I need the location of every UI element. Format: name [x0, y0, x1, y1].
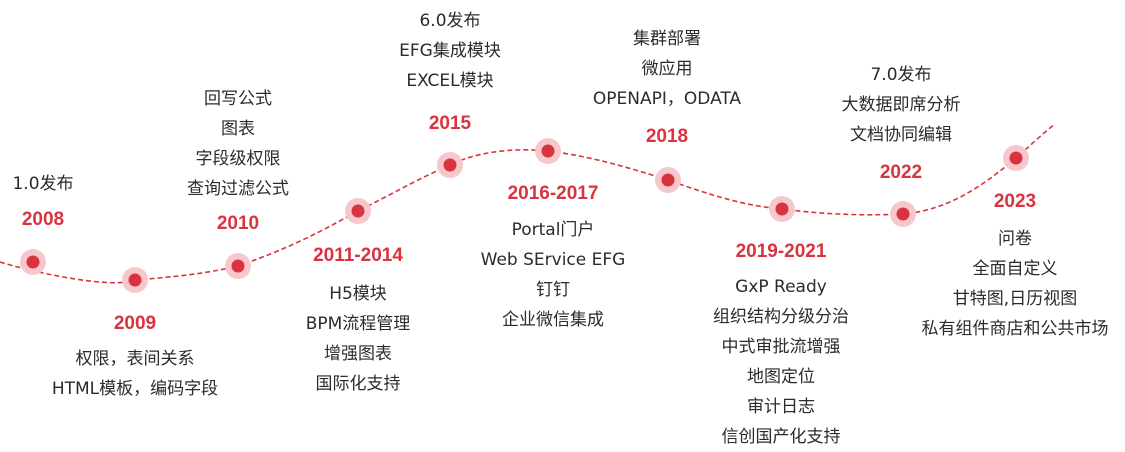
milestone-2023-features: 问卷 全面自定义 甘特图,日历视图 私有组件商店和公共市场 [905, 224, 1125, 344]
milestone-2008-features: 1.0发布 [0, 169, 153, 199]
timeline-dot [655, 167, 681, 193]
timeline-dot-core [661, 173, 675, 187]
feature-item: 信创国产化支持 [721, 427, 841, 447]
milestone-2016-2017-features: Portal门户 Web SErvice EFG 钉钉 企业微信集成 [443, 215, 663, 335]
feature-item: 审计日志 [747, 397, 815, 417]
milestone-year: 2008 [21, 209, 65, 230]
timeline-dot-core [896, 207, 910, 221]
feature-item: 文档协同编辑 [850, 125, 952, 145]
timeline-dot [225, 253, 251, 279]
feature-item: 国际化支持 [315, 374, 401, 394]
feature-item: 图表 [221, 119, 255, 139]
feature-item: 集群部署 [633, 29, 701, 49]
timeline-dot-core [541, 144, 555, 158]
feature-item: 企业微信集成 [502, 310, 604, 330]
feature-item: BPM流程管理 [305, 314, 411, 334]
milestone-year: 2019-2021 [735, 241, 827, 262]
feature-item: 私有组件商店和公共市场 [921, 319, 1109, 339]
milestone-year: 2011-2014 [313, 245, 403, 266]
feature-item: OPENAPI，ODATA [592, 89, 742, 109]
timeline-dot-core [231, 259, 245, 273]
timeline-dot [437, 152, 463, 178]
feature-item: 字段级权限 [195, 149, 281, 169]
feature-item: 权限，表间关系 [75, 349, 195, 369]
timeline-dot-core [443, 158, 457, 172]
timeline-dot [890, 201, 916, 227]
milestone-year: 2009 [113, 313, 157, 334]
milestone-year: 2015 [428, 113, 472, 134]
milestone-2019-2021-features: GxP Ready 组织结构分级分治 中式审批流增强 地图定位 审计日志 信创国… [671, 272, 891, 452]
feature-item: 问卷 [998, 229, 1032, 249]
timeline-dots [20, 138, 1029, 293]
milestone-2009-features: 权限，表间关系 HTML模板，编码字段 [25, 344, 245, 404]
milestone-year: 2016-2017 [507, 183, 599, 204]
feature-item: GxP Ready [735, 277, 827, 297]
feature-item: 组织结构分级分治 [713, 307, 849, 327]
feature-item: 6.0发布 [419, 11, 481, 31]
timeline-dot [345, 198, 371, 224]
feature-item: H5模块 [329, 284, 387, 304]
feature-item: Portal门户 [511, 220, 595, 240]
milestone-year: 2022 [879, 162, 923, 183]
feature-item: 中式审批流增强 [721, 337, 841, 357]
milestone-2010-features: 回写公式 图表 字段级权限 查询过滤公式 [128, 84, 348, 204]
feature-item: EFG集成模块 [399, 41, 501, 61]
timeline-dot [535, 138, 561, 164]
timeline-dot-core [26, 255, 40, 269]
feature-item: 增强图表 [324, 344, 392, 364]
milestone-year: 2018 [645, 126, 689, 147]
feature-item: 微应用 [641, 59, 693, 79]
milestone-2018-features: 集群部署 微应用 OPENAPI，ODATA [557, 24, 777, 114]
timeline-dot [20, 249, 46, 275]
feature-item: 查询过滤公式 [187, 179, 289, 199]
feature-item: 甘特图,日历视图 [952, 289, 1078, 309]
feature-item: Web SErvice EFG [480, 250, 626, 270]
feature-item: HTML模板，编码字段 [51, 379, 219, 399]
timeline-dot-core [775, 202, 789, 216]
timeline-dot-core [351, 204, 365, 218]
milestone-2015-features: 6.0发布 EFG集成模块 EXCEL模块 [340, 6, 560, 96]
feature-item: 全面自定义 [972, 259, 1058, 279]
feature-item: 回写公式 [204, 89, 272, 109]
feature-item: 1.0发布 [12, 174, 74, 194]
feature-item: 地图定位 [747, 367, 815, 387]
feature-item: 钉钉 [536, 280, 570, 300]
milestone-year: 2023 [993, 191, 1037, 212]
timeline-dot [122, 267, 148, 293]
timeline-dot [769, 196, 795, 222]
milestone-year: 2010 [216, 213, 260, 234]
feature-item: 大数据即席分析 [841, 95, 961, 115]
milestone-2022-features: 7.0发布 大数据即席分析 文档协同编辑 [791, 60, 1011, 150]
timeline-dot [1003, 145, 1029, 171]
timeline-dot-core [128, 273, 142, 287]
timeline-dot-core [1009, 151, 1023, 165]
feature-item: 7.0发布 [870, 65, 932, 85]
feature-item: EXCEL模块 [406, 71, 494, 91]
milestone-2011-2014-features: H5模块 BPM流程管理 增强图表 国际化支持 [248, 279, 468, 399]
